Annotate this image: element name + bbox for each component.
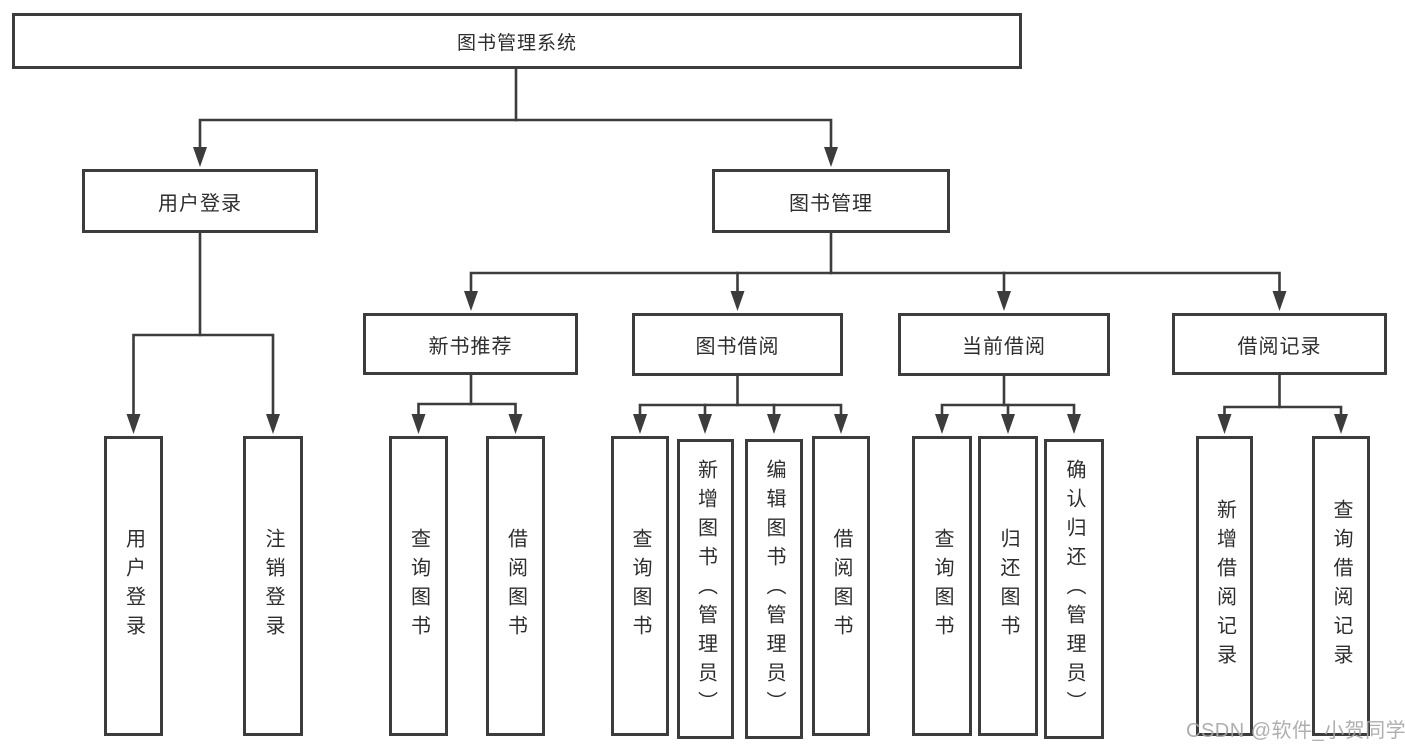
node-label: 图书管理系统 — [456, 32, 577, 54]
node-new-book-recommendation: 新书推荐 — [363, 313, 578, 375]
leaf-label: 归还图书 — [997, 528, 1019, 644]
node-label: 图书借阅 — [695, 336, 780, 358]
leaf-label: 用户登录 — [122, 528, 145, 644]
leaf-confirm-return-admin: 确认归还（管理员） — [1044, 439, 1104, 739]
leaf-label: 查询图书 — [407, 528, 430, 644]
leaf-label: 查询借阅记录 — [1330, 499, 1352, 673]
node-label: 用户登录 — [158, 192, 242, 215]
node-label: 图书管理 — [789, 192, 873, 215]
node-label: 当前借阅 — [962, 336, 1046, 358]
leaf-query-books-borrowing: 查询图书 — [611, 436, 669, 736]
leaf-add-borrow-record: 新增借阅记录 — [1196, 436, 1253, 736]
leaf-label: 借阅图书 — [504, 528, 527, 644]
leaf-label: 借阅图书 — [830, 528, 852, 644]
leaf-user-login: 用户登录 — [104, 436, 163, 736]
leaf-label: 编辑图书（管理员） — [763, 458, 785, 720]
leaf-query-books-current: 查询图书 — [912, 436, 972, 736]
leaf-borrow-books-borrowing: 借阅图书 — [812, 436, 870, 736]
leaf-label: 查询图书 — [931, 528, 953, 644]
leaf-edit-books-admin: 编辑图书（管理员） — [745, 439, 803, 739]
leaf-label: 新增图书（管理员） — [694, 458, 717, 720]
leaf-query-books-recommend: 查询图书 — [389, 436, 448, 736]
leaf-borrow-books-recommend: 借阅图书 — [486, 436, 545, 736]
node-borrowing-records: 借阅记录 — [1172, 313, 1387, 375]
node-library-management-system: 图书管理系统 — [12, 13, 1022, 69]
node-book-management: 图书管理 — [712, 169, 950, 233]
leaf-query-borrow-record: 查询借阅记录 — [1312, 436, 1370, 736]
node-label: 新书推荐 — [428, 335, 513, 358]
leaf-label: 注销登录 — [262, 528, 284, 644]
leaf-label: 新增借阅记录 — [1213, 499, 1236, 673]
leaf-logout: 注销登录 — [243, 436, 303, 736]
watermark: CSDN @软件_小贺同学 — [1186, 720, 1405, 742]
node-label: 借阅记录 — [1237, 335, 1322, 358]
node-book-borrowing: 图书借阅 — [632, 313, 843, 376]
leaf-label: 查询图书 — [629, 528, 651, 644]
leaf-add-books-admin: 新增图书（管理员） — [677, 439, 734, 739]
node-current-borrowing: 当前借阅 — [898, 313, 1110, 376]
leaf-label: 确认归还（管理员） — [1063, 458, 1085, 720]
node-user-login: 用户登录 — [82, 169, 318, 233]
leaf-return-books: 归还图书 — [978, 436, 1038, 736]
